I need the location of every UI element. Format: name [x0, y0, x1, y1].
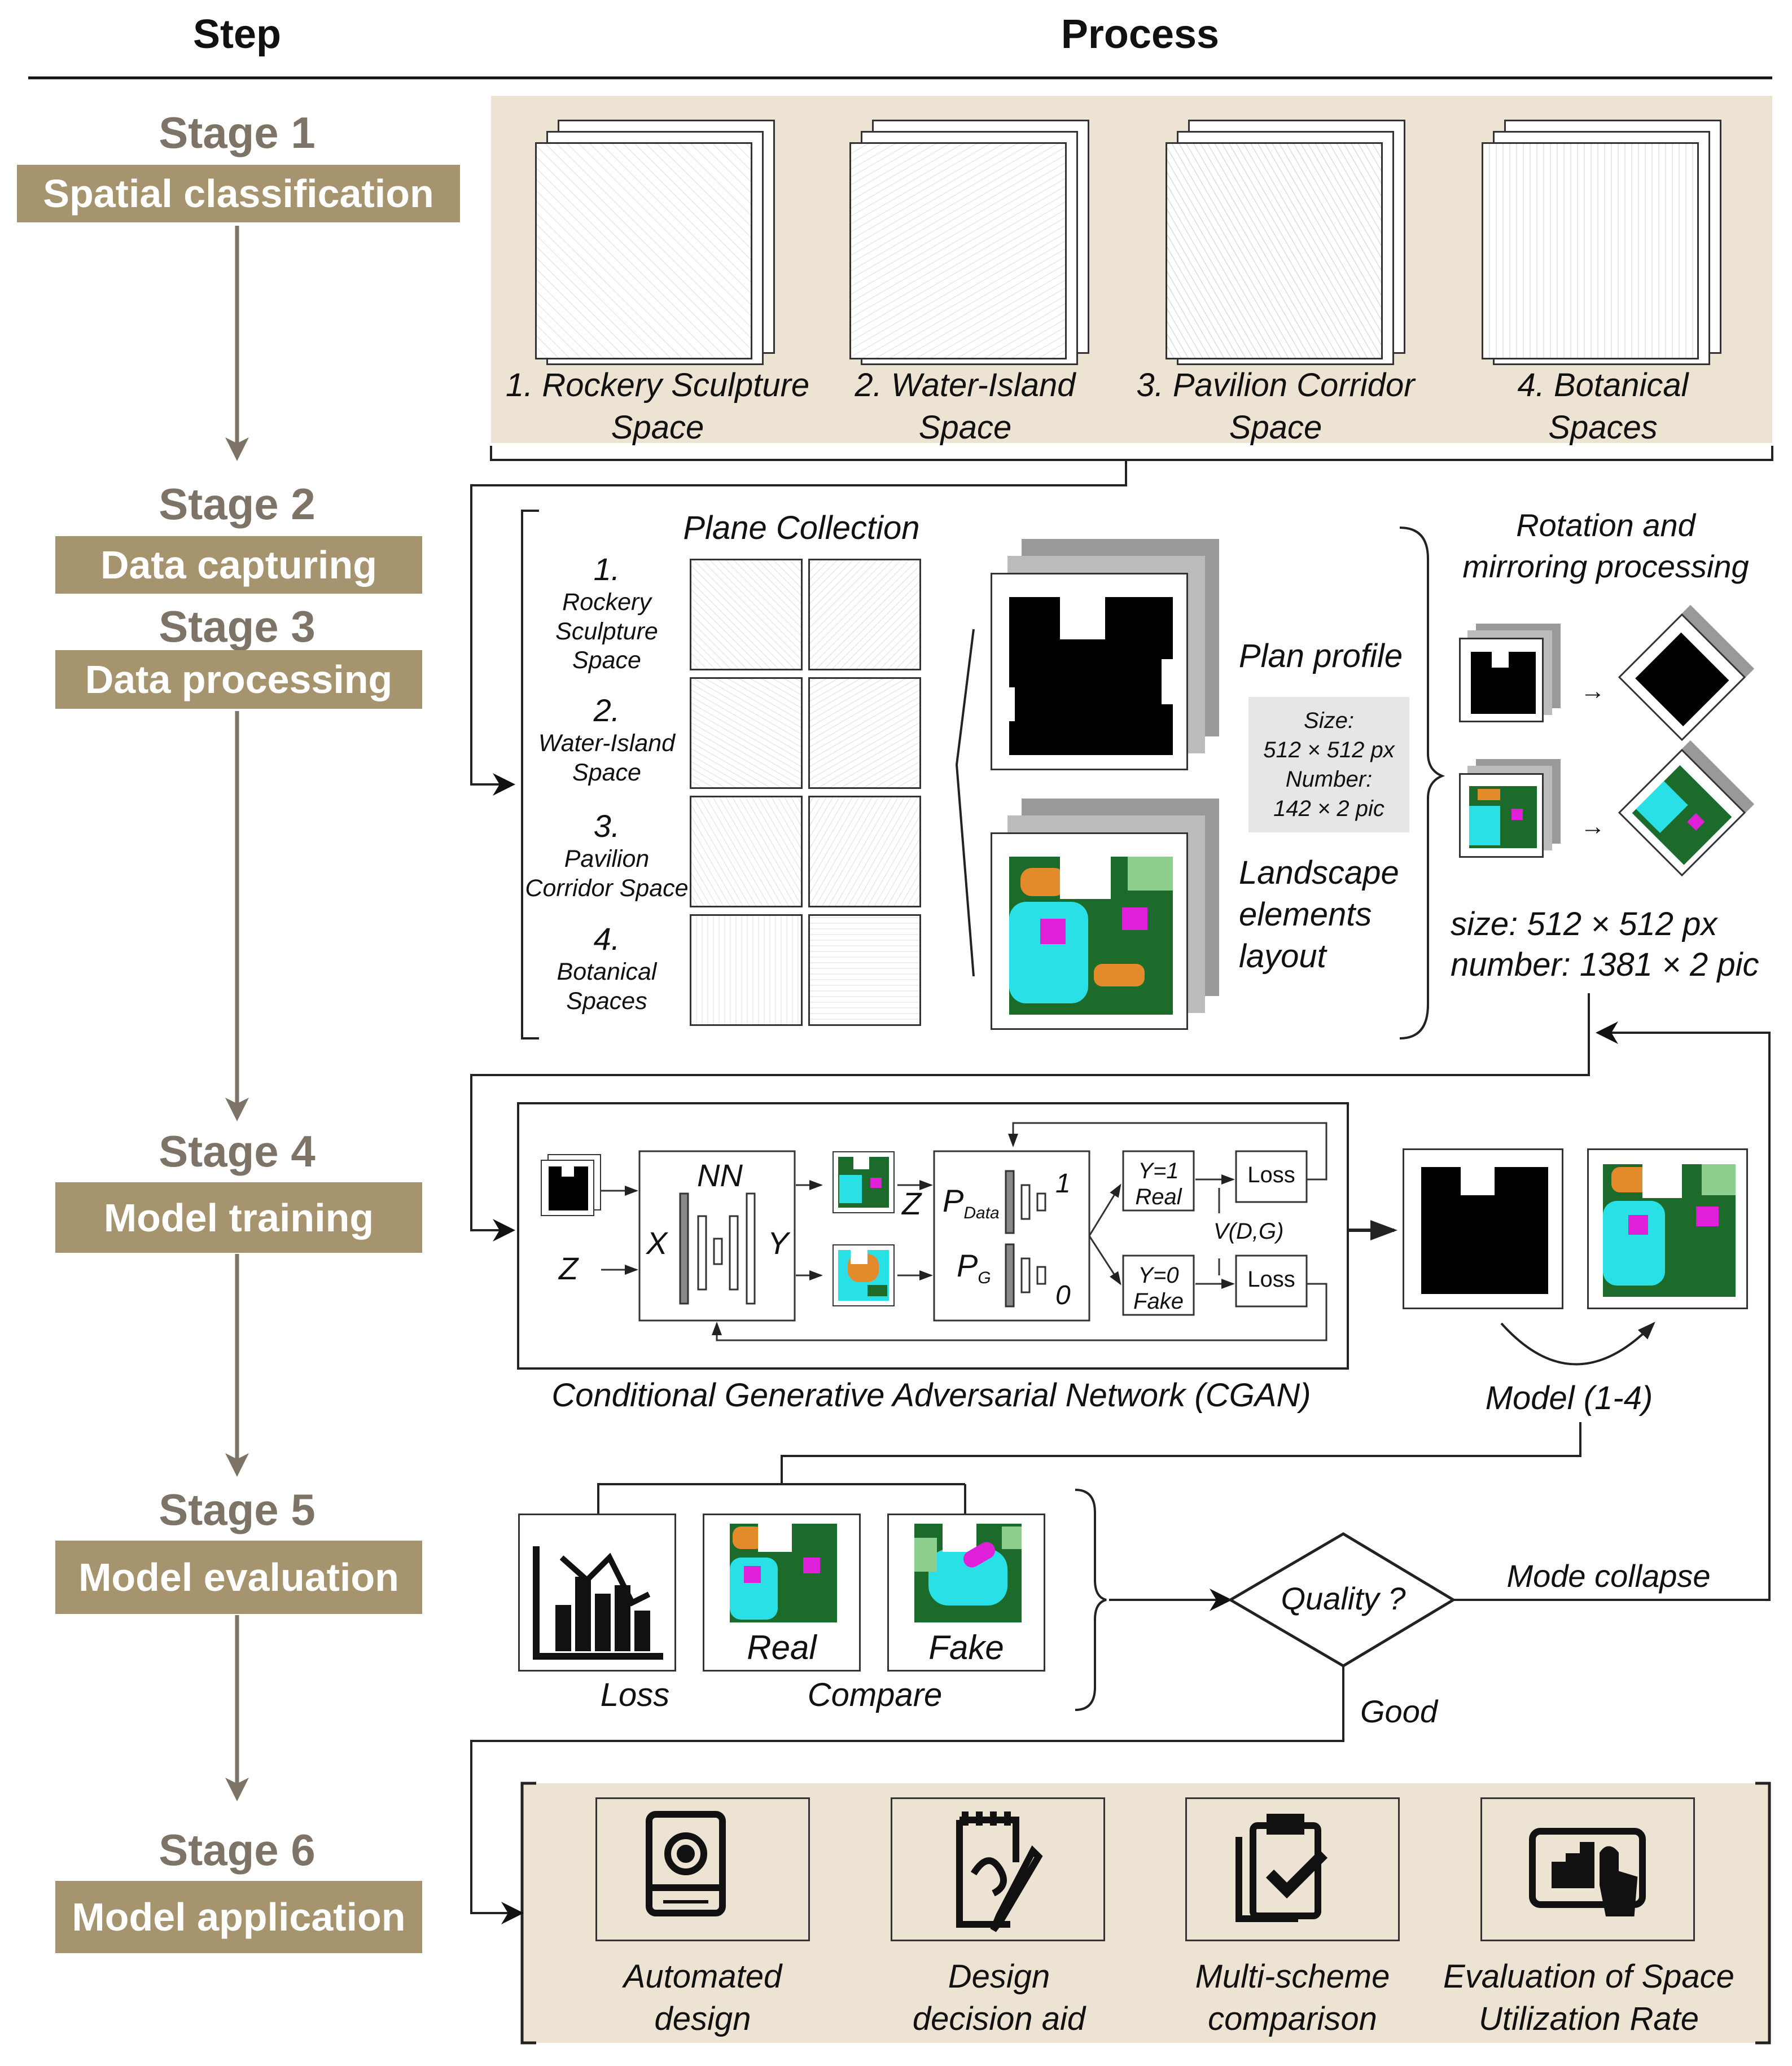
- output-size: size: 512 × 512 px: [1451, 906, 1717, 942]
- stage1-label: Spatial classification: [17, 165, 460, 222]
- plane-bracket: [521, 510, 539, 1039]
- compare-bracket: [1075, 1489, 1107, 1711]
- p-data-label: PData: [943, 1183, 1000, 1223]
- stage4-label: Model training: [55, 1182, 422, 1253]
- stage6-number: Stage 6: [159, 1825, 316, 1875]
- fake-sample: [887, 1514, 1045, 1672]
- stage1-bracket: [490, 446, 1773, 461]
- stage1-number: Stage 1: [159, 108, 316, 157]
- loss-box-2: Loss: [1247, 1267, 1295, 1292]
- stage4-number: Stage 4: [159, 1126, 316, 1176]
- plane-collection-title: Plane Collection: [683, 510, 920, 546]
- stage6-panel: [522, 1783, 1769, 2043]
- water-island-plan: [849, 142, 1067, 359]
- loss-box-1: Loss: [1247, 1163, 1295, 1187]
- notepad-pen-icon: [956, 1811, 1043, 1932]
- disc-zero: 0: [1055, 1280, 1071, 1310]
- step-header: Step: [192, 12, 282, 57]
- cgan-nn-label: NN: [697, 1157, 743, 1193]
- tablet-chart-icon: [1529, 1828, 1646, 1916]
- model-output-layout: [1587, 1148, 1748, 1309]
- vdg-label: V(D,G): [1213, 1219, 1284, 1244]
- loss-box: [518, 1514, 676, 1672]
- real-sample: [703, 1514, 861, 1672]
- botanical-plan: [1482, 142, 1699, 359]
- stage3-number: Stage 3: [159, 602, 316, 651]
- stage6-bracket-right: [1755, 1782, 1771, 2045]
- gear-screen-icon: [646, 1811, 726, 1916]
- curly-right: [1399, 527, 1445, 1039]
- stage6-label: Model application: [55, 1881, 422, 1953]
- stage3-label: Data processing: [55, 650, 422, 709]
- model-curve-arrow: [1500, 1322, 1655, 1366]
- pavilion-plan: [1166, 142, 1383, 359]
- cgan-network: [638, 1150, 1308, 1322]
- model-label: Model (1-4): [1485, 1380, 1653, 1416]
- cgan-frame: [517, 1102, 1349, 1370]
- cgan-x-label: X: [646, 1225, 668, 1261]
- output-number: number: 1381 × 2 pic: [1451, 946, 1759, 983]
- compare-label: Compare: [807, 1677, 943, 1713]
- connector-3-4: [470, 993, 1590, 1242]
- stage5-label: Model evaluation: [55, 1541, 422, 1614]
- model-output-plan: [1403, 1148, 1563, 1309]
- stage2-label: Data capturing: [55, 536, 422, 594]
- loss-chart-icon: [533, 1546, 663, 1660]
- fake-label: Fake: [928, 1629, 1004, 1666]
- connector-1-2: [470, 460, 1127, 796]
- cgan-z2-label: Z: [902, 1186, 922, 1221]
- app-box-automated-design: [595, 1797, 810, 1941]
- app-box-design-decision: [891, 1797, 1105, 1941]
- big-bracket: [955, 629, 975, 977]
- cgan-caption: Conditional Generative Adversarial Netwo…: [551, 1377, 1311, 1414]
- disc-one: 1: [1055, 1169, 1071, 1199]
- mode-collapse-line: [1453, 1021, 1771, 1601]
- real-label: Real: [747, 1629, 817, 1666]
- loss-label: Loss: [600, 1677, 670, 1713]
- cgan-y-label: Y: [768, 1225, 789, 1261]
- mode-collapse-label: Mode collapse: [1506, 1558, 1711, 1594]
- connector-4-5: [597, 1422, 1581, 1515]
- plan-profile-label: Plan profile: [1238, 638, 1403, 674]
- app-box-evaluation: [1480, 1797, 1695, 1941]
- quality-label: Quality ?: [1281, 1581, 1406, 1616]
- app-box-multi-scheme: [1185, 1797, 1400, 1941]
- stage5-number: Stage 5: [159, 1485, 316, 1534]
- rockery-plan: [535, 142, 752, 359]
- cgan-z-input: Z: [559, 1251, 579, 1286]
- clipboard-check-icon: [1235, 1814, 1328, 1922]
- cgan-arrows: [601, 1122, 1327, 1341]
- size-info-box: Size: 512 × 512 px Number: 142 × 2 pic: [1248, 697, 1409, 832]
- process-header: Process: [1061, 12, 1220, 57]
- stage2-number: Stage 2: [159, 479, 316, 529]
- p-g-label: PG: [957, 1248, 991, 1288]
- good-line: [470, 1666, 1344, 1924]
- good-label: Good: [1360, 1694, 1438, 1729]
